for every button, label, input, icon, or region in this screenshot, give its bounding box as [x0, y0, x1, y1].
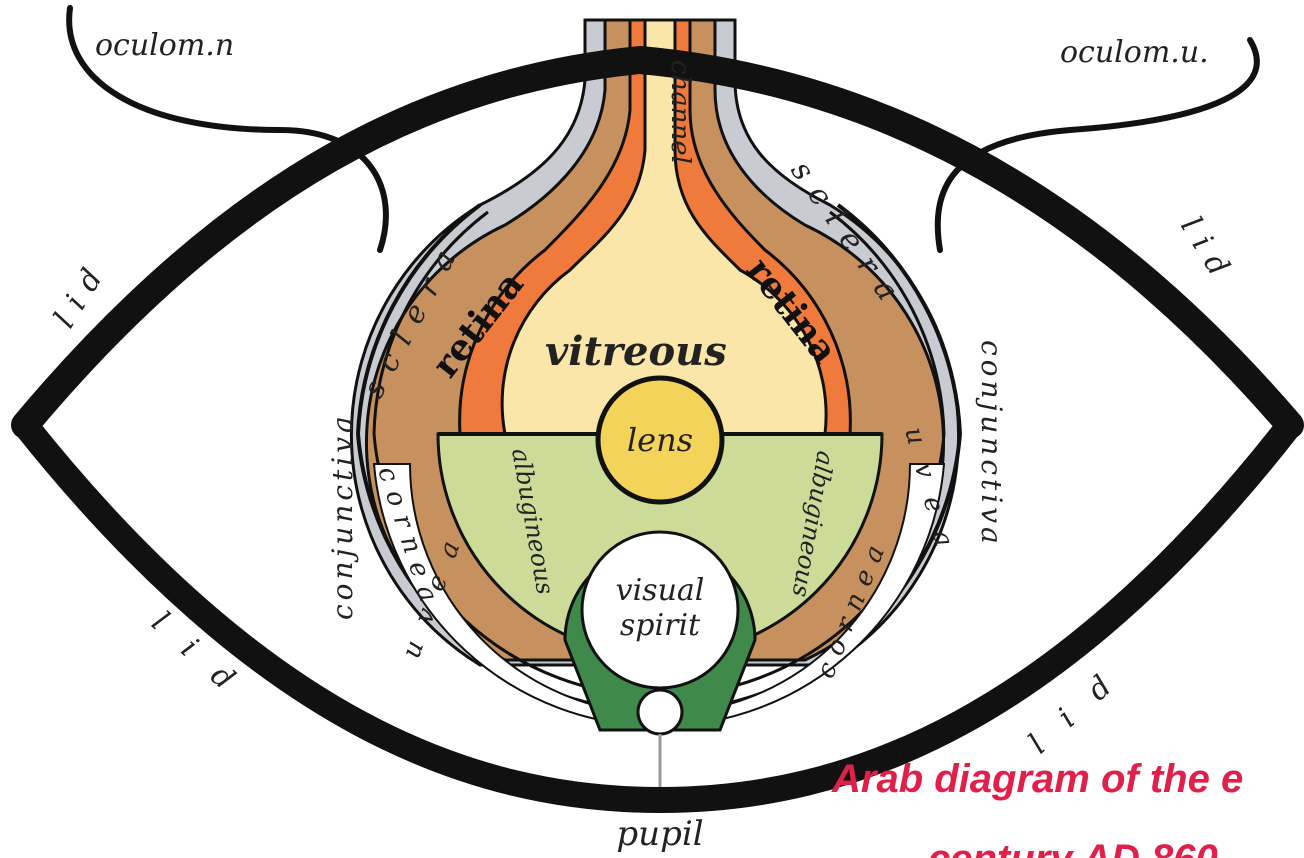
pupil-opening — [638, 690, 682, 734]
oculom-right-nerve — [938, 40, 1257, 250]
conjunctiva-right-label: conjunctiva — [975, 340, 1008, 548]
visual-spirit-label-2: spirit — [620, 608, 701, 643]
caption: Arab diagram of the e century AD 860 — [831, 757, 1243, 858]
oculom-left-label: oculom.n — [95, 28, 234, 63]
oculom-right-label: oculom.u. — [1060, 35, 1209, 70]
channel-label: channel — [665, 60, 695, 164]
caption-line-2: century AD 860 — [928, 837, 1218, 858]
lid-upper-right-label: lid — [1173, 211, 1242, 293]
caption-line-1: Arab diagram of the e — [831, 757, 1243, 801]
lens-label: lens — [627, 421, 693, 459]
conjunctiva-left-label: conjunctiva — [326, 412, 359, 620]
pupil-label: pupil — [616, 814, 703, 854]
visual-spirit-label-1: visual — [616, 573, 705, 608]
vitreous-label: vitreous — [545, 328, 727, 375]
